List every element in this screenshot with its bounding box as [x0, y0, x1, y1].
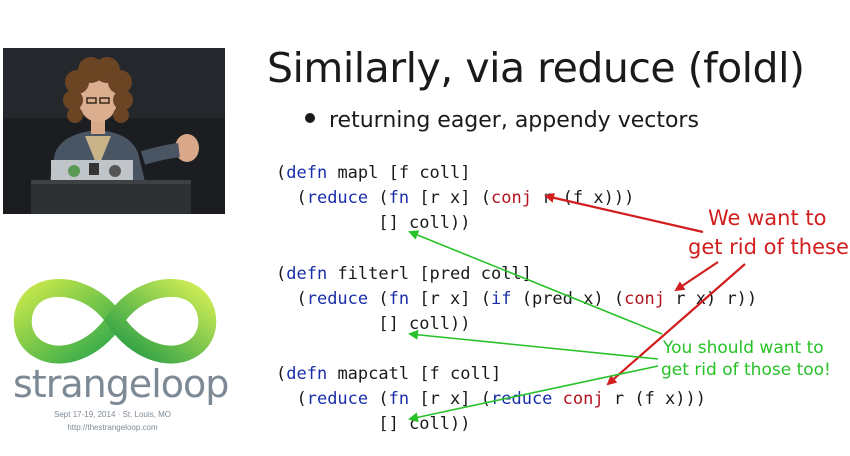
green-annotation-line2: get rid of those too! [661, 360, 831, 380]
bullet-dot-icon [305, 113, 315, 123]
infinity-logo-icon [13, 278, 217, 364]
red-annotation-line2: get rid of these [688, 235, 849, 259]
conference-url: http://thestrangeloop.com [67, 423, 158, 432]
speaker-video-frame [3, 48, 225, 214]
brand-name: strangeloop [13, 362, 229, 406]
code-block-filterl: (defn filterl [pred coll] (reduce (fn [r… [276, 264, 758, 334]
speaker-video [3, 48, 225, 214]
code-block-mapcatl: (defn mapcatl [f coll] (reduce (fn [r x]… [276, 364, 706, 434]
slide-title: Similarly, via reduce (foldl) [267, 44, 805, 92]
bullet-text: returning eager, appendy vectors [329, 108, 699, 133]
conference-logo [0, 270, 230, 450]
conference-dates: Sept 17-19, 2014 · St. Louis, MO [54, 410, 171, 419]
code-block-mapl: (defn mapl [f coll] (reduce (fn [r x] (c… [276, 163, 635, 233]
bullet-item: returning eager, appendy vectors [305, 108, 699, 133]
red-annotation-line1: We want to [708, 206, 827, 230]
green-annotation-line1: You should want to [663, 338, 824, 358]
